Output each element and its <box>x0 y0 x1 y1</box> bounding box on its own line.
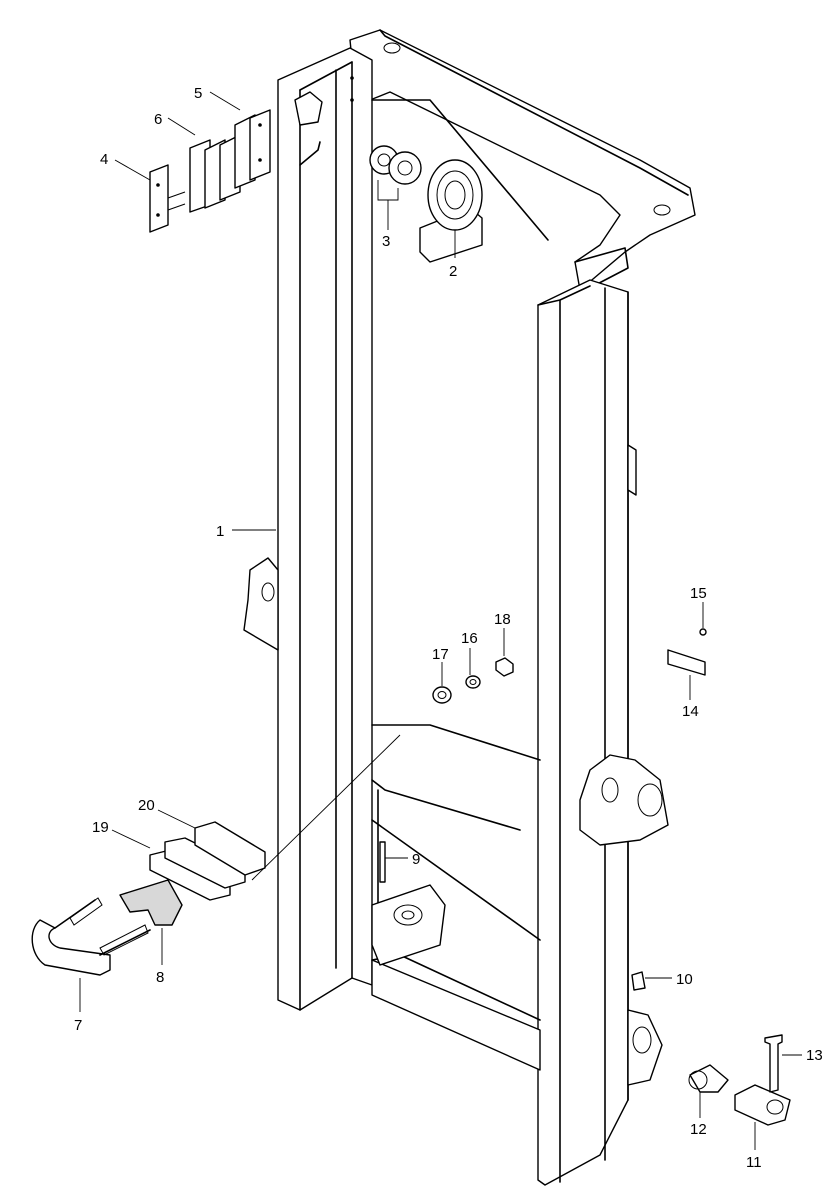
outer-mast-frame <box>243 29 696 1186</box>
bushing-part-12 <box>689 1064 729 1093</box>
screw-part-15 <box>699 628 707 636</box>
callout-5: 5 <box>194 85 202 102</box>
callout-6: 6 <box>154 111 162 128</box>
callout-15: 15 <box>690 585 707 602</box>
washer-part-17 <box>432 686 452 704</box>
pad-part-8 <box>119 879 183 926</box>
callout-13: 13 <box>806 1047 823 1064</box>
callout-9: 9 <box>412 851 420 868</box>
callout-19: 19 <box>92 819 109 836</box>
callout-18: 18 <box>494 611 511 628</box>
callout-1: 1 <box>216 523 224 540</box>
fitting-part-10 <box>631 971 646 991</box>
pin-part-9 <box>379 841 386 883</box>
callout-12: 12 <box>690 1121 707 1138</box>
callout-20: 20 <box>138 797 155 814</box>
plate-part-14 <box>667 649 706 676</box>
callout-11: 11 <box>746 1154 762 1171</box>
callout-2: 2 <box>449 263 457 280</box>
callout-3: 3 <box>382 233 390 250</box>
callout-labels: 1 2 3 4 5 6 7 8 9 10 11 12 13 14 15 16 1… <box>74 85 823 1171</box>
shim-plates-4-5-6 <box>149 109 271 233</box>
washer-part-3b <box>388 151 422 185</box>
nut-part-18 <box>495 657 514 677</box>
shim-plates-19-20 <box>149 821 266 901</box>
callout-4: 4 <box>100 151 108 168</box>
callout-10: 10 <box>676 971 693 988</box>
washer-part-16 <box>465 675 481 689</box>
bolt-part-13 <box>764 1034 783 1093</box>
callout-14: 14 <box>682 703 699 720</box>
callout-7: 7 <box>74 1017 82 1034</box>
callout-16: 16 <box>461 630 478 647</box>
leader-lines <box>79 91 802 1150</box>
block-part-11 <box>734 1084 791 1126</box>
callout-8: 8 <box>156 969 164 986</box>
callout-17: 17 <box>432 646 449 663</box>
u-bolt-part-7 <box>31 897 151 976</box>
